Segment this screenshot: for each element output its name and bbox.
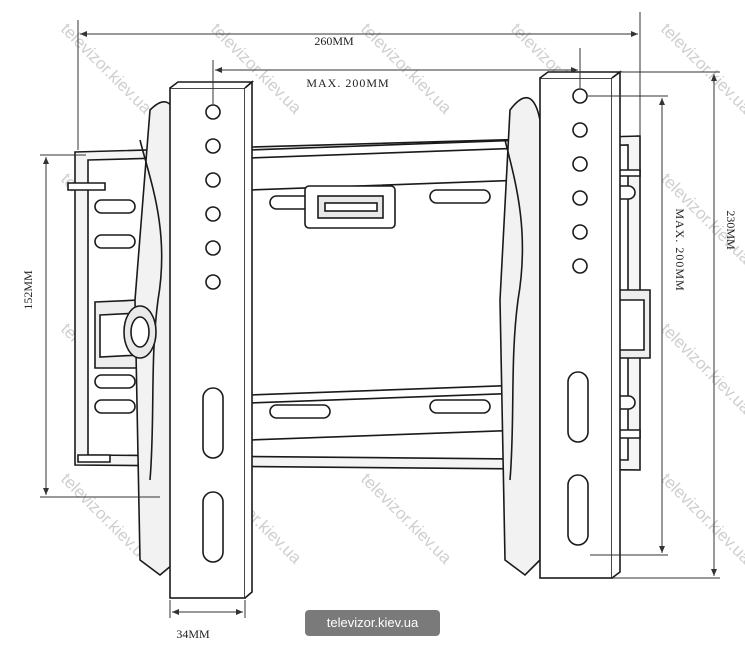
arm-width-label: 34MM (176, 627, 210, 641)
vertical-hole-spacing-label: MAX. 200MM (673, 208, 687, 291)
overall-height-label: 230MM (724, 210, 738, 250)
overall-width-label: 260MM (314, 34, 354, 48)
watermark-text: televizor.kiev.ua (657, 319, 745, 417)
watermark-text: televizor.kiev.ua (657, 469, 745, 567)
right-vertical-arm (499, 70, 623, 579)
watermark-text: televizor.kiev.ua (357, 469, 455, 567)
horizontal-hole-spacing-label: MAX. 200MM (306, 76, 389, 90)
left-vertical-arm (123, 80, 255, 599)
dimension-lines (40, 12, 720, 618)
wall-plate-height-label: 152MM (21, 270, 35, 310)
watermark-badge: televizor.kiev.ua (305, 610, 440, 636)
watermark-text: televizor.kiev.ua (657, 19, 745, 117)
